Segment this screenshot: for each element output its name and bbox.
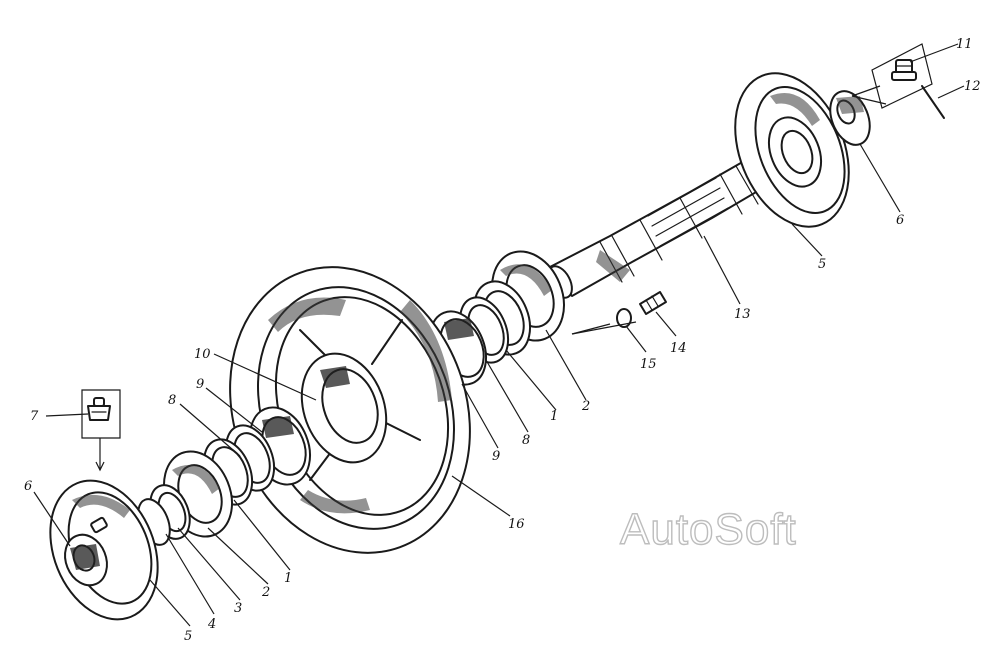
label-10: 10 <box>194 347 211 362</box>
label-7: 7 <box>30 409 39 424</box>
label-13: 13 <box>734 307 751 322</box>
label-6-right: 6 <box>896 213 904 228</box>
label-3: 3 <box>234 601 242 616</box>
label-9-left: 9 <box>196 377 204 392</box>
part-numbers: 7 6 5 4 3 2 1 8 9 10 16 9 8 1 2 15 14 13… <box>24 37 981 644</box>
center-wheel <box>229 266 471 554</box>
bolt-washer-parts <box>571 291 667 335</box>
callout-bolt-pin <box>851 43 945 119</box>
label-16: 16 <box>508 517 525 532</box>
label-5-right: 5 <box>818 257 826 272</box>
label-14: 14 <box>670 341 687 356</box>
label-4: 4 <box>207 617 216 632</box>
wheel-right <box>734 72 850 228</box>
label-12: 12 <box>964 79 981 94</box>
label-6-left: 6 <box>24 479 32 494</box>
label-1-left: 1 <box>284 571 292 586</box>
label-2-right: 2 <box>581 399 590 414</box>
grease-fitting-icon <box>87 397 111 421</box>
label-5-left: 5 <box>184 629 192 644</box>
shaft <box>547 139 809 299</box>
hub-cap-right <box>829 90 871 146</box>
label-1-right: 1 <box>550 409 558 424</box>
callout-grease-fitting <box>81 389 121 472</box>
label-2-left: 2 <box>261 585 270 600</box>
label-8-right: 8 <box>522 433 530 448</box>
watermark: AutoSoft <box>620 505 797 554</box>
washer-icon <box>616 308 632 328</box>
label-9-right: 9 <box>492 449 500 464</box>
bolt-icon <box>891 59 917 81</box>
label-8-left: 8 <box>168 393 176 408</box>
bolt-14-icon <box>639 291 667 315</box>
leader-lines <box>33 43 965 627</box>
label-11: 11 <box>956 37 973 52</box>
label-15: 15 <box>640 357 657 372</box>
bearing-stack-left <box>137 406 311 546</box>
pin-icon <box>921 85 945 119</box>
wheel-left <box>49 479 159 621</box>
